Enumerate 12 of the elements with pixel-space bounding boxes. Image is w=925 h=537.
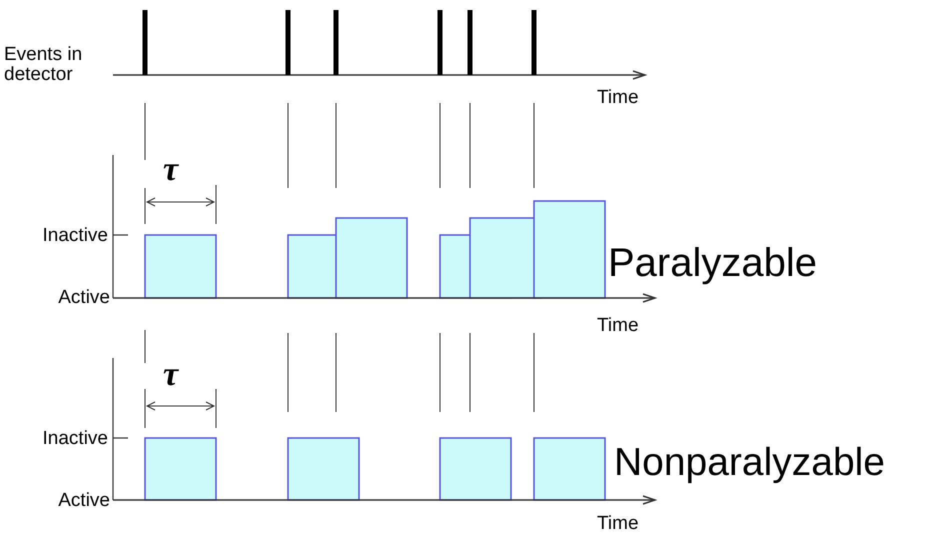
level-label: Active (57, 288, 110, 308)
mode-label: Nonparalyzable (614, 443, 886, 484)
axis-label: Events in detector (4, 45, 84, 85)
level-label: Inactive (42, 429, 108, 449)
tau-symbol: τ (163, 152, 178, 188)
axis-label: Time (597, 88, 639, 108)
level-label: Active (57, 491, 110, 511)
axis-label: Time (597, 316, 639, 336)
axis-label: Time (597, 514, 639, 534)
mode-label: Paralyzable (608, 242, 818, 284)
level-label: Inactive (42, 226, 108, 246)
tau-symbol: τ (163, 357, 178, 393)
